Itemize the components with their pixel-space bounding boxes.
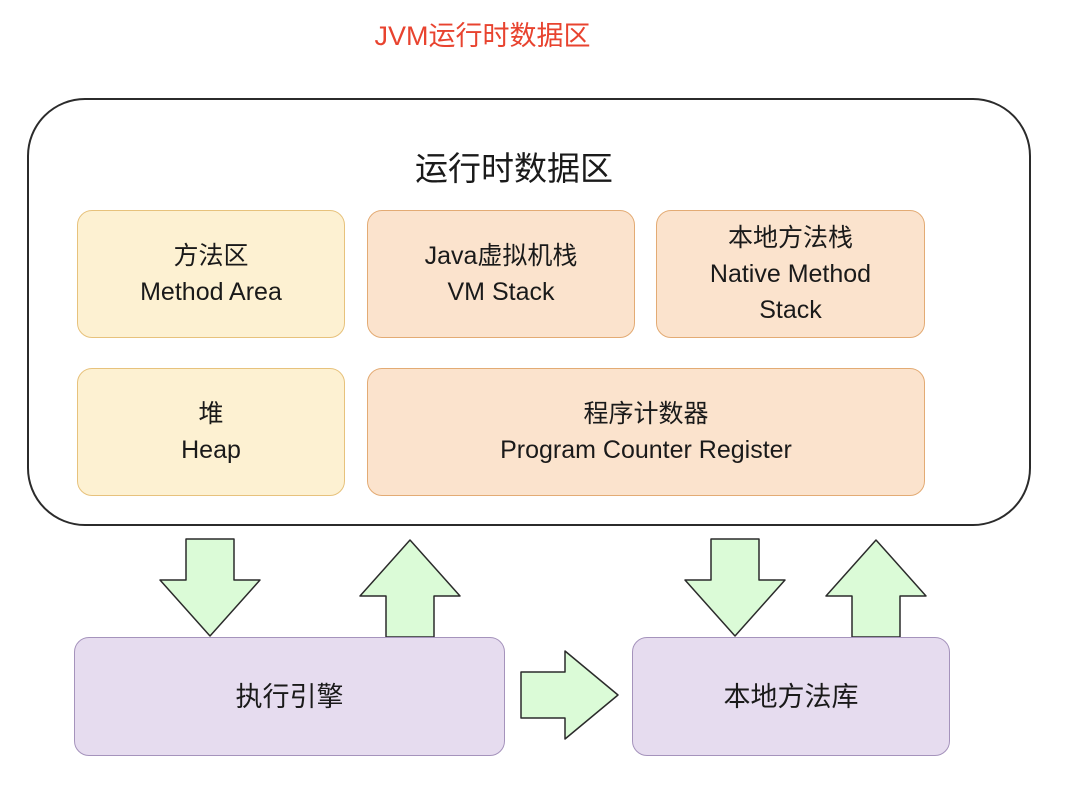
up-arrow-icon	[359, 539, 461, 638]
execution-engine-label: 执行引擎	[235, 681, 344, 712]
down-arrow-icon	[159, 538, 261, 637]
heap-box: 堆 Heap	[77, 368, 345, 496]
vm-stack-en: VM Stack	[447, 278, 555, 306]
native-method-stack-zh: 本地方法栈	[727, 224, 853, 252]
vm-stack-zh: Java虚拟机栈	[424, 242, 578, 270]
execution-engine-box: 执行引擎	[74, 637, 505, 756]
page-title: JVM运行时数据区	[374, 21, 591, 51]
native-method-stack-en-line1: Native Method	[709, 260, 872, 288]
runtime-data-area: 运行时数据区 方法区 Method Area Java虚拟机栈 VM Stack…	[27, 98, 1031, 526]
program-counter-register-en: Program Counter Register	[500, 436, 792, 464]
heap-en: Heap	[181, 436, 241, 464]
runtime-data-area-title: 运行时数据区	[415, 150, 613, 187]
right-arrow-icon	[520, 650, 619, 740]
method-area-en: Method Area	[140, 278, 282, 306]
program-counter-register-box: 程序计数器 Program Counter Register	[367, 368, 925, 496]
native-method-library-box: 本地方法库	[632, 637, 950, 756]
heap-zh: 堆	[198, 400, 224, 428]
native-method-library-label: 本地方法库	[723, 681, 859, 712]
vm-stack-box: Java虚拟机栈 VM Stack	[367, 210, 635, 338]
method-area-zh: 方法区	[173, 242, 249, 270]
down-arrow-icon	[684, 538, 786, 637]
method-area-box: 方法区 Method Area	[77, 210, 345, 338]
program-counter-register-zh: 程序计数器	[583, 400, 709, 428]
up-arrow-icon	[825, 539, 927, 638]
native-method-stack-box: 本地方法栈 Native Method Stack	[656, 210, 925, 338]
native-method-stack-en-line2: Stack	[759, 296, 822, 324]
